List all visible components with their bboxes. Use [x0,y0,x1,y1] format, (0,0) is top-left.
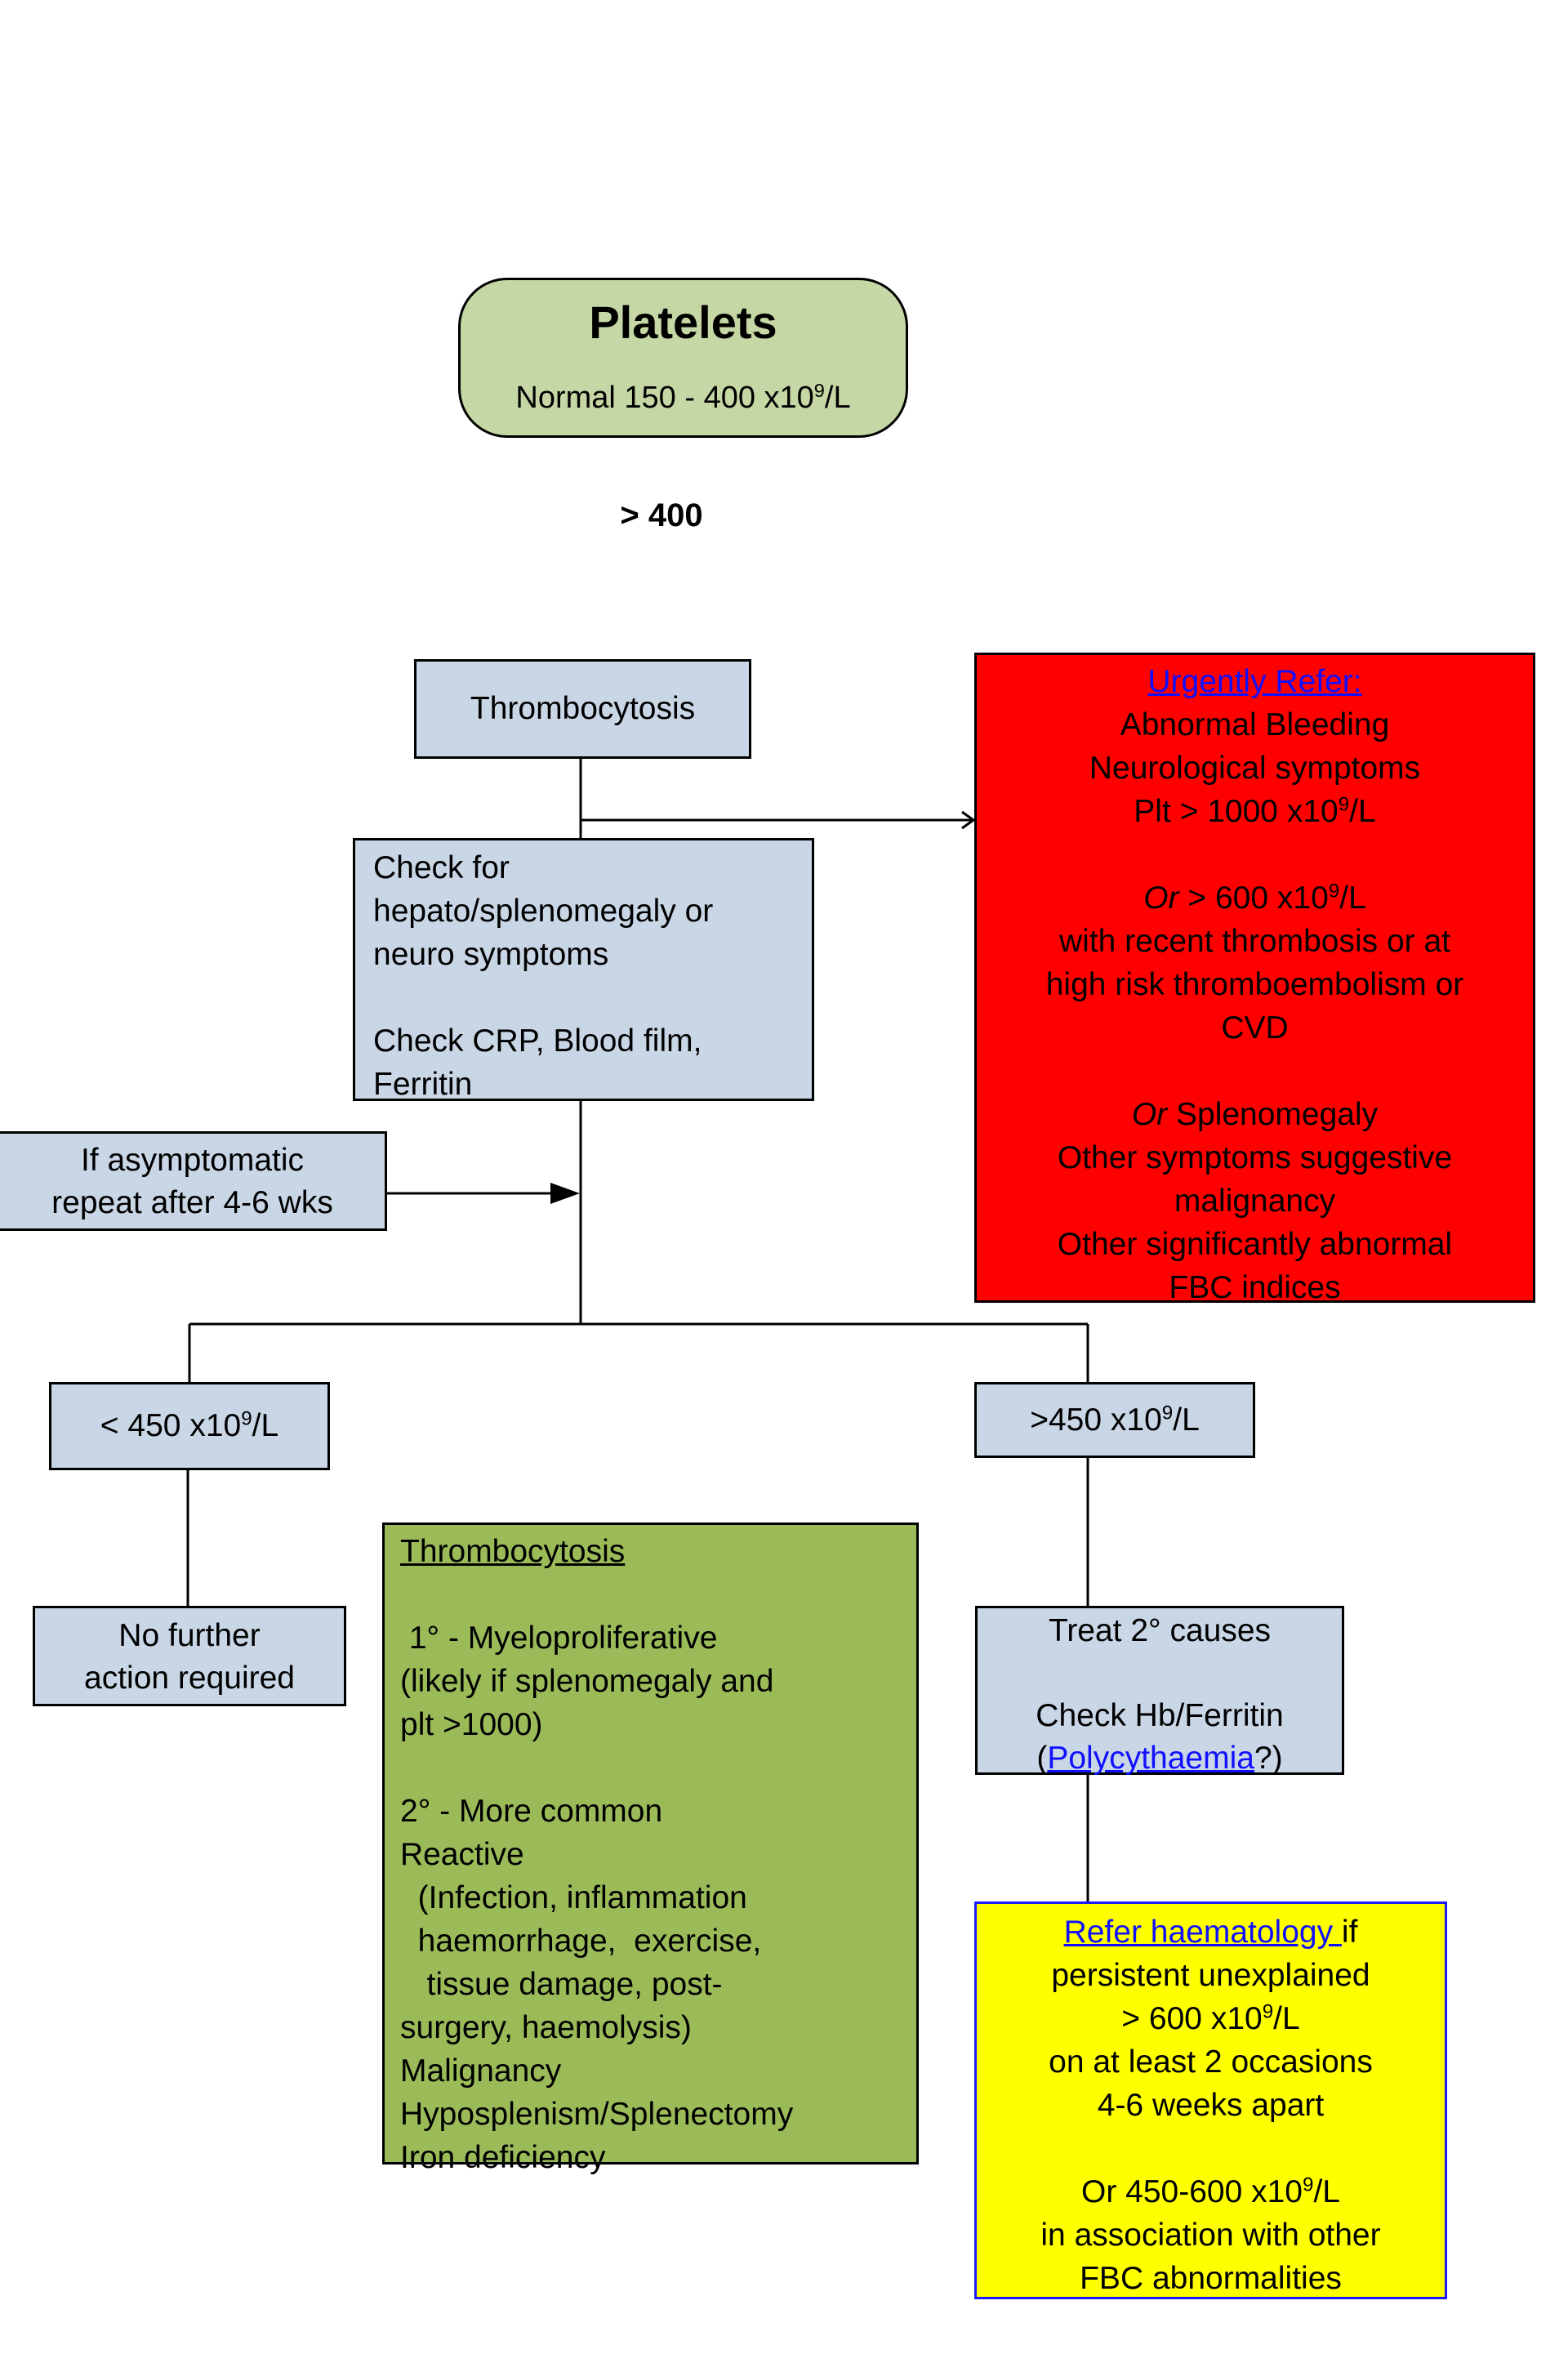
causes-line: surgery, haemolysis) [400,2010,692,2045]
urgent-line: malignancy [1174,1184,1336,1219]
refer-line: Refer haematology if [1063,1915,1358,1950]
causes-line: Malignancy [400,2053,562,2089]
no-further-action-node: No further action required [33,1606,346,1706]
urgently-refer-link[interactable]: Urgently Refer: [1147,664,1362,699]
causes-heading: Thrombocytosis [400,1534,626,1569]
urgent-line: FBC indices [1169,1270,1341,1305]
thrombocytosis-node: Thrombocytosis [414,659,751,759]
causes-line: (likely if splenomegaly and [400,1664,774,1699]
urgent-line: Neurological symptoms [1089,751,1421,786]
check-line [373,976,812,1019]
check-line: hepato/splenomegaly or [373,894,714,929]
treat-line: Check Hb/Ferritin [1036,1698,1284,1733]
check-symptoms-node: Check for hepato/splenomegaly or neuro s… [353,838,814,1102]
check-line: Ferritin [373,1067,473,1102]
treat-secondary-node: Treat 2° causes Check Hb/Ferritin (Polyc… [975,1606,1344,1776]
refer-line: Or 450-600 x109/L [1081,2173,1340,2209]
no-action-line: action required [84,1661,295,1696]
refer-line: in association with other [1040,2218,1381,2253]
check-line: neuro symptoms [373,937,609,972]
high-count-node: >450 x109/L [974,1382,1255,1458]
causes-line [400,1573,916,1616]
treat-line: (Polycythaemia?) [1036,1741,1283,1776]
thrombocytosis-causes-node: Thrombocytosis 1° - Myeloproliferative (… [382,1523,919,2175]
urgent-line: CVD [1221,1010,1289,1045]
urgent-line: Other symptoms suggestive [1057,1140,1453,1175]
urgent-line: Other significantly abnormal [1057,1227,1453,1262]
causes-line: (Infection, inflammation [400,1880,747,1915]
urgent-line: Or Splenomegaly [1131,1097,1379,1132]
urgent-line: Or > 600 x109/L [1143,880,1366,916]
normal-range: Normal 150 - 400 x109/L [515,380,851,415]
causes-line: haemorrhage, exercise, [400,1924,762,1959]
asymptomatic-line: If asymptomatic [80,1143,305,1178]
urgent-line: Plt > 1000 x109/L [1134,793,1376,829]
open-arrowhead-icon [961,810,976,830]
platelets-title-node: Platelets Normal 150 - 400 x109/L [458,278,908,438]
urgent-line: Abnormal Bleeding [1120,707,1390,742]
causes-line: 2° - More common [400,1794,663,1829]
low-count-node: < 450 x109/L [49,1382,330,1470]
no-action-line: No further [118,1618,261,1653]
causes-line: Iron deficiency [400,2140,606,2175]
causes-line: Hyposplenism/Splenectomy [400,2097,794,2132]
refer-haematology-node: Refer haematology if persistent unexplai… [974,1901,1447,2299]
asymptomatic-repeat-node: If asymptomatic repeat after 4-6 wks [0,1131,387,1231]
treat-line: Treat 2° causes [1048,1613,1272,1648]
causes-line: Reactive [400,1837,524,1872]
check-line: Check CRP, Blood film, [373,1023,702,1059]
refer-line: FBC abnormalities [1080,2261,1342,2296]
causes-line: 1° - Myeloproliferative [400,1621,718,1656]
asymptomatic-line: repeat after 4-6 wks [51,1185,333,1220]
platelets-title: Platelets [589,296,777,348]
urgent-line: high risk thromboembolism or [1045,967,1464,1002]
refer-haematology-link[interactable]: Refer haematology [1063,1915,1342,1950]
threshold-label: > 400 [620,497,703,533]
solid-arrowhead-icon [550,1183,580,1204]
causes-line [400,1746,916,1790]
check-line: Check for [373,850,510,885]
refer-line: 4-6 weeks apart [1097,2088,1325,2123]
urgent-refer-node: Urgently Refer: Abnormal Bleeding Neurol… [974,653,1535,1305]
refer-line: on at least 2 occasions [1049,2044,1373,2080]
refer-line: persistent unexplained [1051,1958,1370,1993]
causes-line: tissue damage, post- [400,1967,723,2002]
refer-line: > 600 x109/L [1121,2000,1300,2036]
polycythaemia-link[interactable]: Polycythaemia [1047,1741,1254,1776]
causes-line: plt >1000) [400,1707,543,1742]
urgent-line: with recent thrombosis or at [1058,924,1451,959]
